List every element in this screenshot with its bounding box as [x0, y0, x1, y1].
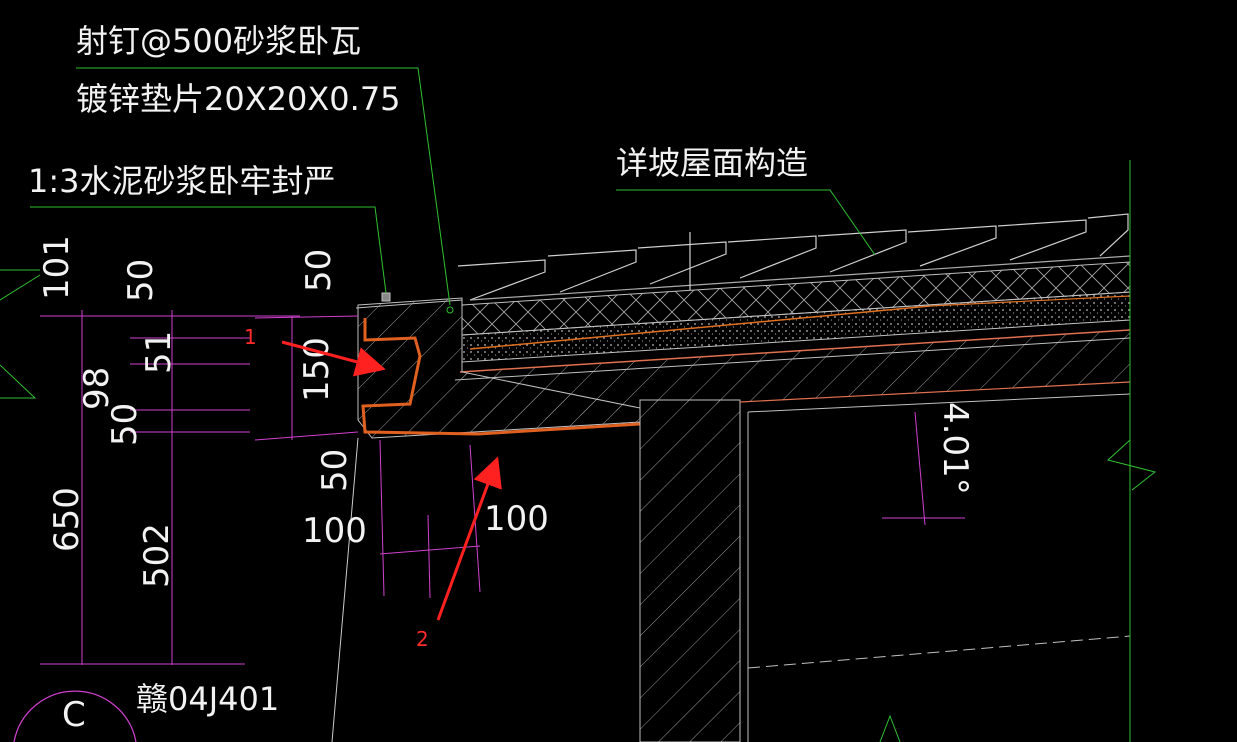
marker-1: 1: [244, 325, 257, 349]
note-slope-roof: 详坡屋面构造: [616, 144, 808, 182]
roof-tiles: [457, 213, 1131, 301]
dim-100-right: 100: [484, 499, 549, 539]
dimension-lines: [40, 310, 965, 742]
dim-50-top: 50: [299, 249, 339, 292]
markup-arrow-1: [281, 340, 386, 377]
slope-angle: 4.01°: [935, 402, 975, 495]
note-galvanized-washer: 镀锌垫片20X20X0.75: [76, 80, 401, 118]
dim-101: 101: [37, 235, 77, 300]
leader-lines: [0, 67, 876, 399]
dim-98: 98: [77, 367, 117, 410]
eave-cornice: [355, 292, 641, 439]
dim-50-left: 50: [121, 259, 161, 302]
note-cement-mortar: 1:3水泥砂浆卧牢封严: [28, 162, 336, 200]
dim-100-left: 100: [302, 511, 367, 551]
dim-502: 502: [137, 523, 177, 588]
dim-650: 650: [47, 487, 87, 552]
wall-column: [639, 160, 1157, 742]
detail-bubble-label: C: [62, 695, 86, 735]
note-nail-mortar: 射钉@500砂浆卧瓦: [76, 22, 361, 60]
detail-bubble: C: [13, 690, 137, 742]
dim-50-mid: 50: [105, 403, 145, 446]
dim-50-bottom: 50: [315, 449, 355, 492]
markup-arrow-2: [436, 456, 502, 621]
red-markup: 1 2: [244, 325, 502, 651]
dim-51: 51: [139, 331, 179, 374]
reference-code: 赣04J401: [136, 680, 279, 718]
marker-2: 2: [416, 627, 429, 651]
